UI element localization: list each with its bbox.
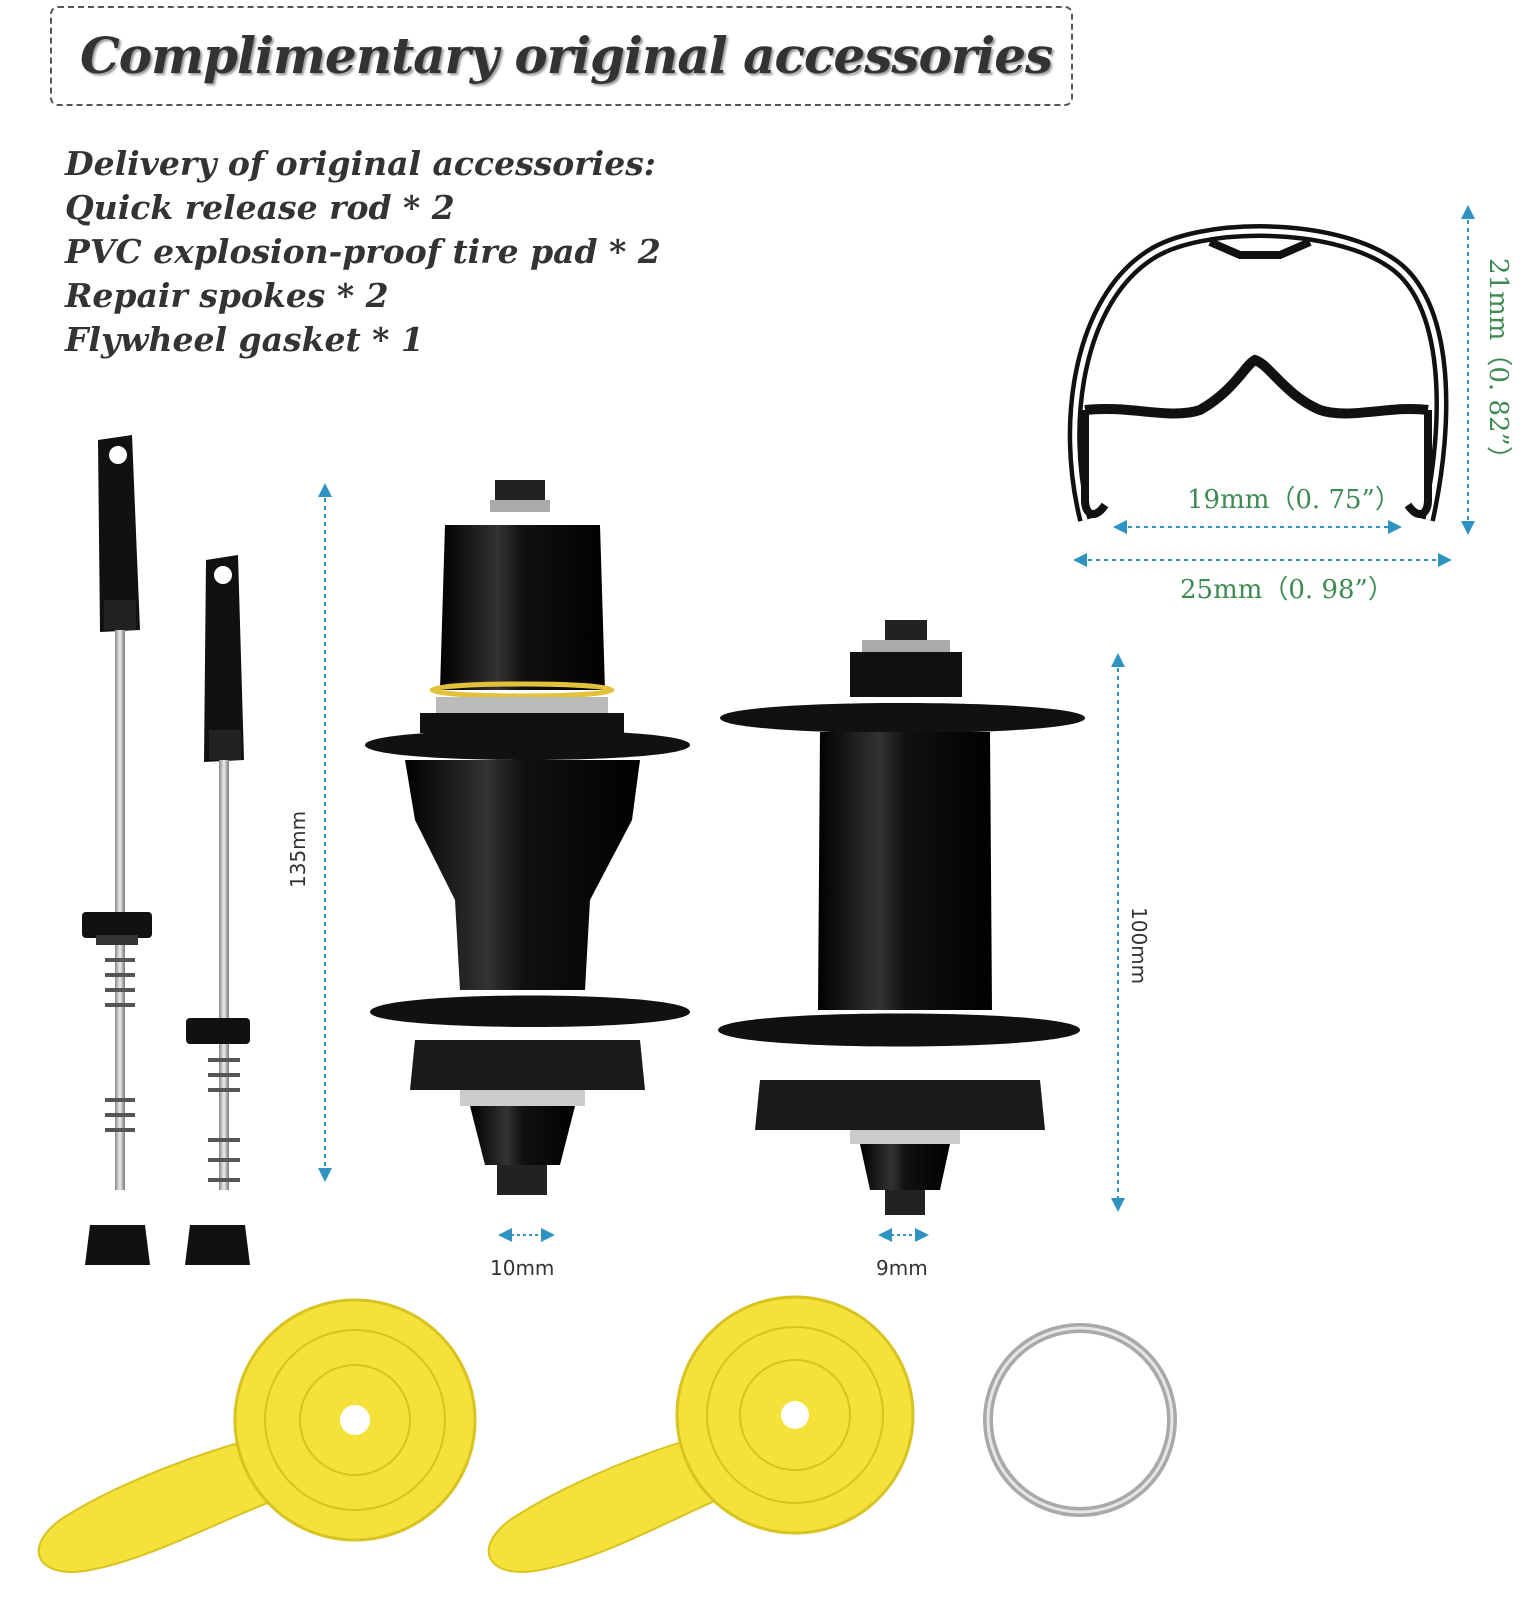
front-axle-label: 9mm [876,1256,928,1280]
rim-outer-width-dimension: 25mm（0. 98”） [1073,553,1452,605]
quick-release-rod-long [82,435,152,1265]
rim-profile [1067,224,1449,522]
rim-height-label: 21mm（0. 82”） [1483,258,1513,472]
rim-tape-roll [37,1298,477,1573]
list-heading: Delivery of original accessories: [65,144,656,183]
flywheel-gasket [983,1323,1177,1517]
rear-axle-dimension: 10mm [490,1228,555,1280]
list-item: Flywheel gasket * 1 [65,320,424,359]
rim-tape-roll [487,1295,915,1573]
rear-hub-length-label: 135mm [286,811,310,888]
quick-release-rod-short [185,555,250,1265]
title-banner: Complimentary original accessories [50,6,1073,106]
front-axle-dimension: 9mm [876,1228,929,1280]
rim-inner-width-label: 19mm（0. 75”） [1187,485,1401,515]
rim-outer-width-label: 25mm（0. 98”） [1180,575,1394,605]
rear-axle-label: 10mm [490,1256,554,1280]
rim-inner-width-dimension: 19mm（0. 75”） [1113,485,1402,534]
list-item: Repair spokes * 2 [65,276,389,315]
rear-hub [365,480,690,1195]
list-item: Quick release rod * 2 [65,188,455,227]
page-title: Complimentary original accessories [80,26,1053,85]
accessories-list: Delivery of original accessories: Quick … [65,142,661,362]
rear-hub-length-dimension: 135mm [286,483,332,1182]
front-hub-length-label: 100mm [1127,907,1151,984]
front-hub-length-dimension: 100mm [1111,653,1151,1212]
front-hub [718,620,1085,1215]
list-item: PVC explosion-proof tire pad * 2 [65,232,661,271]
rim-height-dimension: 21mm（0. 82”） [1461,205,1513,535]
